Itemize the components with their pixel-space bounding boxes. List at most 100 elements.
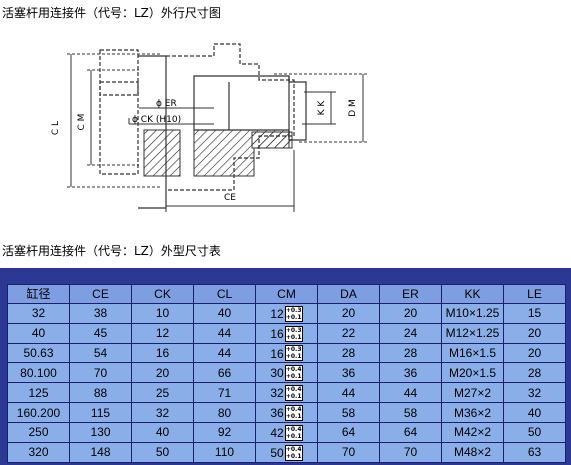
cell-da: 28 bbox=[317, 342, 380, 364]
cell-ck: 25 bbox=[131, 382, 194, 404]
cell-da: 58 bbox=[317, 402, 380, 423]
tolerance-lower: +0.1 bbox=[285, 452, 302, 460]
cell-kk: M10×1.25 bbox=[441, 303, 504, 324]
tolerance-box: +0.3+0.1 bbox=[284, 345, 303, 362]
cell-kk: M36×2 bbox=[441, 402, 504, 423]
cell-cl: 71 bbox=[193, 382, 256, 404]
tolerance-lower: +0.1 bbox=[285, 313, 302, 321]
cell-da: 70 bbox=[317, 441, 380, 463]
cell-ce: 115 bbox=[69, 402, 132, 423]
section-hatch-1 bbox=[143, 129, 181, 177]
tolerance-upper: +0.3 bbox=[285, 346, 302, 354]
cell-er: 28 bbox=[379, 342, 442, 364]
cm-value: 42 bbox=[270, 425, 284, 440]
cell-da: 22 bbox=[317, 322, 380, 344]
tolerance-upper: +0.4 bbox=[285, 445, 302, 453]
cm-value: 16 bbox=[270, 346, 284, 361]
tolerance-upper: +0.4 bbox=[285, 425, 302, 433]
cell-ck: 16 bbox=[131, 342, 194, 364]
table-header: 缸径 CE CK CL CM DA ER KK LE bbox=[7, 284, 566, 304]
cell-cl: 66 bbox=[193, 362, 256, 384]
tolerance-lower: +0.1 bbox=[285, 373, 302, 381]
cell-le: 63 bbox=[503, 441, 566, 463]
cell-cm: 42+0.4+0.1 bbox=[255, 421, 318, 443]
tolerance-box: +0.4+0.1 bbox=[284, 444, 303, 461]
header-cell: LE bbox=[503, 284, 566, 304]
tolerance-lower: +0.1 bbox=[285, 432, 302, 440]
cell-cl: 80 bbox=[193, 402, 256, 423]
cell-le: 50 bbox=[503, 421, 566, 443]
header-cell: 缸径 bbox=[7, 284, 70, 304]
cell-bore: 40 bbox=[7, 322, 70, 344]
cell-le: 28 bbox=[503, 362, 566, 384]
cell-ce: 130 bbox=[69, 421, 132, 443]
tolerance-upper: +0.3 bbox=[285, 306, 302, 314]
cm-value: 16 bbox=[270, 326, 284, 341]
label-cl: C L bbox=[51, 121, 61, 135]
label-dm: D M bbox=[348, 99, 358, 117]
cell-le: 15 bbox=[503, 303, 566, 324]
header-cell: DA bbox=[317, 284, 380, 304]
cell-bore: 80.100 bbox=[7, 362, 70, 384]
tolerance-lower: +0.1 bbox=[285, 333, 302, 341]
cell-bore: 320 bbox=[7, 441, 70, 463]
header-cell: CL bbox=[193, 284, 256, 304]
cell-ce: 54 bbox=[69, 342, 132, 364]
cell-ck: 50 bbox=[131, 441, 194, 463]
tolerance-upper: +0.4 bbox=[285, 405, 302, 413]
tolerance-upper: +0.4 bbox=[285, 386, 302, 394]
cell-ce: 70 bbox=[69, 362, 132, 384]
cell-bore: 250 bbox=[7, 421, 70, 443]
cell-cm: 36+0.4+0.1 bbox=[255, 402, 318, 423]
cell-er: 20 bbox=[379, 303, 442, 324]
tolerance-box: +0.4+0.1 bbox=[284, 385, 303, 402]
cell-cm: 16+0.3+0.1 bbox=[255, 322, 318, 344]
label-kk: K K bbox=[317, 100, 327, 116]
cell-kk: M12×1.25 bbox=[441, 322, 504, 344]
cell-le: 32 bbox=[503, 382, 566, 404]
cell-ck: 12 bbox=[131, 322, 194, 344]
cell-cl: 40 bbox=[193, 303, 256, 324]
cell-bore: 125 bbox=[7, 382, 70, 404]
cell-ck: 40 bbox=[131, 421, 194, 443]
cell-da: 44 bbox=[317, 382, 380, 404]
tolerance-lower: +0.1 bbox=[285, 393, 302, 401]
label-er: ϕ ER bbox=[156, 99, 177, 109]
cm-value: 36 bbox=[270, 405, 284, 420]
tolerance-lower: +0.1 bbox=[285, 353, 302, 361]
cell-da: 64 bbox=[317, 421, 380, 443]
label-ce: CE bbox=[224, 193, 236, 203]
technical-drawing: C L C M ϕ ER ϕ CK (H10) K K D M CE bbox=[51, 43, 368, 212]
cell-ce: 148 bbox=[69, 441, 132, 463]
cell-da: 36 bbox=[317, 362, 380, 384]
label-cm: C M bbox=[77, 114, 87, 131]
cm-value: 32 bbox=[270, 386, 284, 401]
cell-bore: 32 bbox=[7, 303, 70, 324]
cell-kk: M42×2 bbox=[441, 421, 504, 443]
tolerance-lower: +0.1 bbox=[285, 412, 302, 420]
dimension-lines bbox=[67, 53, 368, 212]
cell-cl: 44 bbox=[193, 342, 256, 364]
header-cell: CK bbox=[131, 284, 194, 304]
cell-bore: 160.200 bbox=[7, 402, 70, 423]
part-outline bbox=[99, 43, 307, 209]
label-ck: ϕ CK (H10) bbox=[132, 115, 181, 125]
cell-cm: 16+0.3+0.1 bbox=[255, 342, 318, 364]
tolerance-upper: +0.4 bbox=[285, 366, 302, 374]
cell-le: 40 bbox=[503, 402, 566, 423]
tolerance-box: +0.3+0.1 bbox=[284, 305, 303, 322]
cell-kk: M48×2 bbox=[441, 441, 504, 463]
cell-cl: 110 bbox=[193, 441, 256, 463]
cell-er: 36 bbox=[379, 362, 442, 384]
cell-cm: 32+0.4+0.1 bbox=[255, 382, 318, 404]
cell-cm: 12+0.3+0.1 bbox=[255, 303, 318, 324]
